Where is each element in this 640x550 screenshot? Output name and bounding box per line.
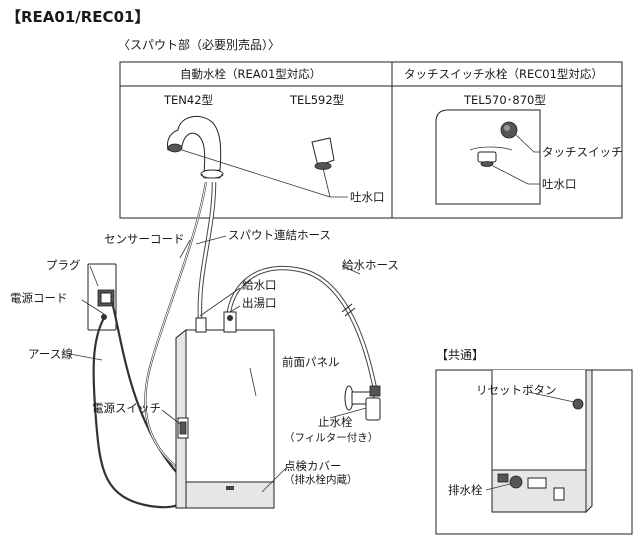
table-leader-lines [181,133,540,198]
label-stop-valve: 止水栓 [318,415,353,429]
spout-section-label: 〈スパウト部（必要別売品）〉 [118,38,281,52]
label-drain-plug: 排水栓 [448,483,483,497]
label-spout-hose: スパウト連結ホース [228,228,331,242]
label-outlet: 吐水口 [350,190,385,204]
cords [92,181,208,509]
label-reset-button: リセットボタン [476,383,557,397]
model-tel570-870: TEL570･870型 [464,93,546,107]
main-leader-lines [69,235,367,493]
water-heater-unit [175,311,275,509]
label-front-panel: 前面パネル [282,355,340,369]
model-ten42: TEN42型 [164,93,214,107]
tel592-spout-drawing [311,137,335,170]
label-ground-wire: アース線 [28,347,73,361]
spout-table [119,61,623,219]
label-inspection-cover-note: （排水栓内蔵） [284,474,358,486]
label-sensor-cord: センサーコード [104,232,185,246]
label-power-switch: 電源スイッチ [92,401,161,415]
hoses [197,181,379,395]
common-section-label: 【共通】 [436,348,485,362]
model-tel592: TEL592型 [290,93,345,107]
stop-valve-drawing [344,385,381,421]
label-hot-outlet: 出湯口 [242,296,277,310]
touch-faucet-column-header: タッチスイッチ水栓（REC01型対応） [404,67,603,81]
label-stop-valve-note: （フィルター付き） [284,432,379,444]
label-touch-switch: タッチスイッチ [542,145,623,159]
label-inspection-cover: 点検カバー [284,459,342,473]
wall-outlet-drawing [87,263,117,331]
auto-faucet-column-header: 自動水栓（REA01型対応） [180,67,322,81]
common-detail-box [435,369,633,535]
touch-faucet-drawing [435,109,541,205]
label-power-cord: 電源コード [10,291,68,305]
label-plug: プラグ [46,258,81,272]
label-outlet-2: 吐水口 [542,177,577,191]
label-water-supply-hose: 給水ホース [342,258,399,272]
page-title: 【REA01/REC01】 [6,8,150,26]
label-water-inlet: 給水口 [242,278,277,292]
auto-faucet-spout-drawing [167,115,224,179]
